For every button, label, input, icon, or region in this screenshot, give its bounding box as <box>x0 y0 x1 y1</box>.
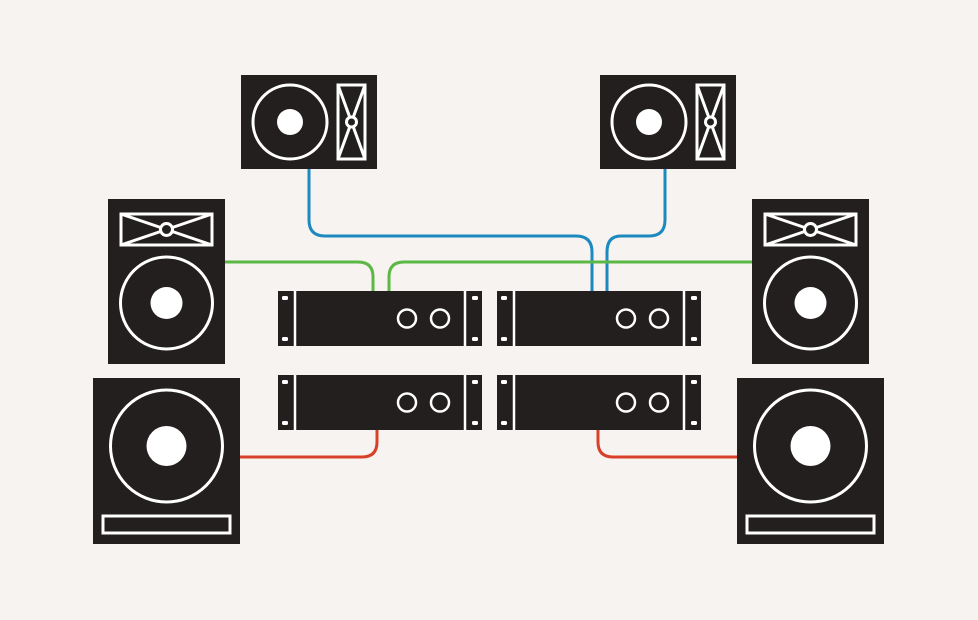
main-horn <box>119 212 214 247</box>
monitor-speaker-icon <box>600 75 736 169</box>
main-woofer <box>119 255 214 351</box>
amp-chassis <box>497 291 701 346</box>
sub-woofer <box>753 388 868 504</box>
horn-driver <box>159 222 174 237</box>
horn-driver <box>803 222 818 237</box>
amp-knob-2 <box>429 392 451 413</box>
rack-screw-4 <box>472 337 478 341</box>
rack-screw-3 <box>472 380 478 384</box>
woofer-dustcap <box>150 287 183 319</box>
sub-port <box>101 514 232 535</box>
monitor-horn <box>695 83 726 161</box>
horn-driver <box>704 115 717 129</box>
monitor-horn <box>336 83 367 161</box>
full-range-speaker-icon <box>752 199 869 364</box>
full-range-speaker-icon <box>108 199 225 364</box>
amp-knob-1 <box>615 392 637 413</box>
woofer-dustcap <box>790 426 831 466</box>
woofer-dustcap <box>277 109 303 135</box>
amplifier-icon <box>278 291 482 346</box>
main-horn <box>763 212 858 247</box>
cables <box>223 168 753 459</box>
rack-screw-4 <box>691 337 697 341</box>
rack-screw-2 <box>501 421 507 425</box>
woofer-dustcap <box>636 109 662 135</box>
subwoofer-icon <box>737 378 884 544</box>
amplifier-icon <box>497 375 701 430</box>
woofer-dustcap <box>146 426 187 466</box>
rack-screw-3 <box>691 296 697 300</box>
amplifier-icon <box>278 375 482 430</box>
amp-knob-1 <box>396 308 418 329</box>
cable-sub-left <box>239 430 379 459</box>
main-woofer <box>763 255 858 351</box>
woofer-dustcap <box>794 287 827 319</box>
amp-knob-1 <box>615 308 637 329</box>
cable-sub-right <box>596 430 738 459</box>
rack-screw-1 <box>501 380 507 384</box>
subwoofer-icon <box>93 378 240 544</box>
rack-screw-2 <box>282 421 288 425</box>
amp-chassis <box>278 291 482 346</box>
rack-screw-1 <box>501 296 507 300</box>
rack-screw-1 <box>282 296 288 300</box>
sub-woofer <box>109 388 224 504</box>
amp-knob-1 <box>396 392 418 413</box>
rack-screw-2 <box>501 337 507 341</box>
rack-screw-4 <box>472 421 478 425</box>
cable-monitor-left <box>307 168 594 291</box>
amp-knob-2 <box>648 308 670 329</box>
horn-driver <box>345 115 358 129</box>
amp-knob-2 <box>648 392 670 413</box>
amp-chassis <box>497 375 701 430</box>
monitor-woofer <box>251 83 329 161</box>
rack-screw-1 <box>282 380 288 384</box>
rack-screw-3 <box>472 296 478 300</box>
sub-port <box>745 514 876 535</box>
monitor-speaker-icon <box>241 75 377 169</box>
rack-screw-3 <box>691 380 697 384</box>
amplifier-icon <box>497 291 701 346</box>
monitor-woofer <box>610 83 688 161</box>
cable-main-left <box>223 260 375 291</box>
amp-knob-2 <box>429 308 451 329</box>
rack-screw-4 <box>691 421 697 425</box>
rack-screw-2 <box>282 337 288 341</box>
cable-monitor-right <box>605 168 667 291</box>
amp-chassis <box>278 375 482 430</box>
cable-main-right <box>387 260 753 291</box>
